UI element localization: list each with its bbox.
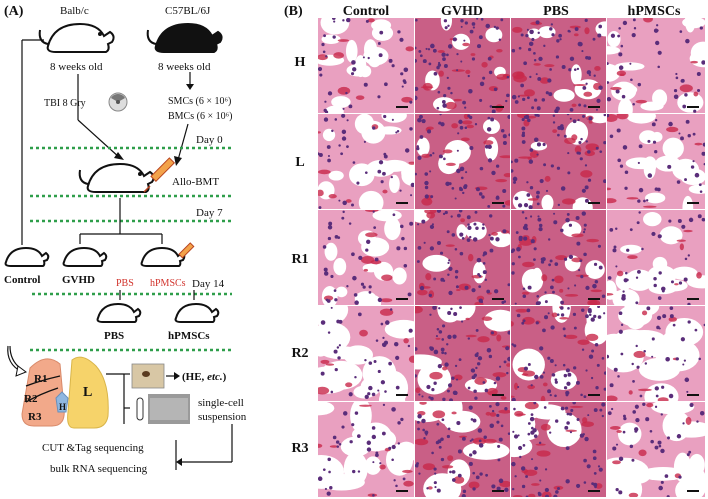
cut-tag-label: CUT &Tag sequencing bbox=[42, 442, 144, 454]
histology-image bbox=[318, 210, 414, 305]
gvhd-mouse-icon bbox=[62, 246, 108, 267]
lobe-r3-label: R3 bbox=[28, 411, 42, 423]
panel-a-label: (A) bbox=[4, 4, 24, 19]
histology-image bbox=[607, 306, 705, 401]
histology-image bbox=[415, 18, 510, 113]
column-headers: Control GVHD PBS hPMSCs bbox=[343, 4, 681, 19]
histology-image bbox=[511, 402, 606, 497]
balbc-label: Balb/c bbox=[60, 5, 89, 17]
syringe-icon bbox=[143, 157, 176, 193]
gvhd-group-label: GVHD bbox=[62, 274, 95, 286]
balbc-age: 8 weeks old bbox=[50, 61, 103, 73]
treatment-mouse-icon bbox=[140, 246, 186, 267]
histology-grid bbox=[318, 18, 705, 497]
histology-image bbox=[415, 114, 510, 209]
inject-pbs-label: PBS bbox=[116, 278, 134, 289]
column-header-2: PBS bbox=[543, 4, 569, 19]
hpmscs-mouse-icon bbox=[174, 302, 220, 323]
he-label: (HE, etc.) bbox=[182, 371, 227, 383]
single-cell-line1: single-cell bbox=[198, 397, 244, 409]
row-header-0: H bbox=[295, 55, 306, 70]
panel-b-label: (B) bbox=[284, 4, 303, 19]
control-mouse-icon bbox=[4, 246, 50, 267]
allo-bmt-label: Allo-BMT bbox=[172, 176, 219, 188]
histology-image bbox=[318, 306, 414, 401]
bulk-rna-label: bulk RNA sequencing bbox=[50, 463, 148, 475]
day14-label: Day 14 bbox=[192, 278, 225, 290]
histology-image bbox=[511, 210, 606, 305]
curved-arrow-icon bbox=[7, 345, 28, 377]
tissue-block-image bbox=[131, 363, 165, 389]
histology-image bbox=[607, 114, 705, 209]
pbs-group-label: PBS bbox=[104, 330, 124, 342]
test-tube-icon bbox=[136, 397, 144, 421]
pbs-mouse-icon bbox=[96, 302, 142, 323]
c57-age: 8 weeks old bbox=[158, 61, 211, 73]
bmcs-label: BMCs (6 × 10⁶) bbox=[168, 111, 232, 122]
control-group-label: Control bbox=[4, 274, 40, 286]
histology-image bbox=[415, 402, 510, 497]
row-header-4: R3 bbox=[291, 441, 308, 456]
lobe-h-label: H bbox=[59, 402, 66, 412]
radiation-icon bbox=[108, 92, 128, 112]
lobe-r1-label: R1 bbox=[34, 373, 47, 385]
lobe-l-label: L bbox=[83, 385, 92, 400]
histology-image bbox=[415, 210, 510, 305]
histology-image bbox=[607, 402, 705, 497]
day0-label: Day 0 bbox=[196, 134, 223, 146]
inject-hpmscs-label: hPMSCs bbox=[150, 278, 186, 289]
histology-image bbox=[318, 114, 414, 209]
single-cell-line2: suspension bbox=[198, 411, 247, 423]
tbi-label: TBI 8 Gry bbox=[44, 98, 86, 109]
c57-mouse-icon: C57BL/6J 8 weeks old bbox=[146, 5, 223, 73]
recipient-mouse-icon bbox=[78, 162, 155, 193]
cell-suspension-image bbox=[148, 394, 190, 424]
histology-image bbox=[607, 18, 705, 113]
histology-image bbox=[511, 306, 606, 401]
day7-label: Day 7 bbox=[196, 207, 223, 219]
lung-diagram bbox=[21, 356, 109, 429]
smcs-label: SMCs (6 × 10⁶) bbox=[168, 96, 231, 107]
c57-label: C57BL/6J bbox=[165, 5, 211, 17]
hpmscs-group-label: hPMSCs bbox=[168, 330, 210, 342]
balbc-mouse-icon: Balb/c 8 weeks old bbox=[38, 5, 115, 73]
lobe-r2-label: R2 bbox=[24, 393, 38, 405]
column-header-3: hPMSCs bbox=[628, 4, 681, 19]
histology-image bbox=[415, 306, 510, 401]
histology-image bbox=[318, 18, 414, 113]
histology-image bbox=[318, 402, 414, 497]
row-header-1: L bbox=[295, 155, 304, 170]
histology-image bbox=[511, 18, 606, 113]
row-header-2: R1 bbox=[291, 252, 308, 267]
column-header-0: Control bbox=[343, 4, 390, 19]
histology-image bbox=[511, 114, 606, 209]
row-header-3: R2 bbox=[291, 346, 308, 361]
histology-image bbox=[607, 210, 705, 305]
column-header-1: GVHD bbox=[441, 4, 483, 19]
